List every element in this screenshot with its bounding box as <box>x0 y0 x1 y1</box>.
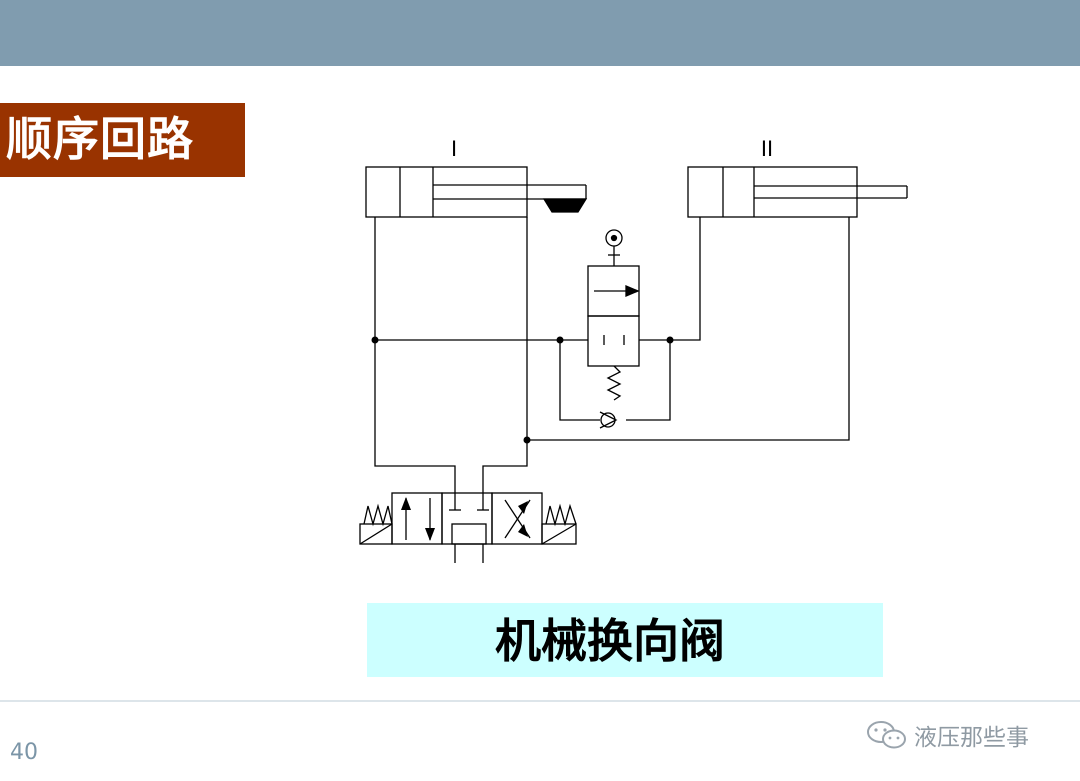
wechat-icon <box>867 721 906 749</box>
pipe-junctions <box>371 336 674 444</box>
slide-title: 顺序回路 <box>6 112 194 166</box>
watermark-text: 液压那些事 <box>914 725 1029 751</box>
check-valve <box>599 411 618 429</box>
pipe-network <box>374 217 850 493</box>
watermark: 液压那些事 <box>866 718 1029 752</box>
caption-box: 机械换向阀 <box>367 603 883 677</box>
footer-divider <box>0 700 1080 702</box>
header-band <box>0 0 1080 66</box>
page-number: 40 <box>10 740 38 765</box>
cam-block <box>542 198 588 213</box>
directional-control-valve <box>359 492 577 563</box>
cylinder-2 <box>687 166 908 218</box>
cylinder-1-label: I <box>451 136 457 161</box>
cylinder-1 <box>365 166 587 218</box>
mechanical-sequence-valve <box>587 229 640 401</box>
title-box: 顺序回路 <box>0 103 245 177</box>
cylinder-2-label: II <box>761 136 773 161</box>
caption-text: 机械换向阀 <box>495 614 725 668</box>
